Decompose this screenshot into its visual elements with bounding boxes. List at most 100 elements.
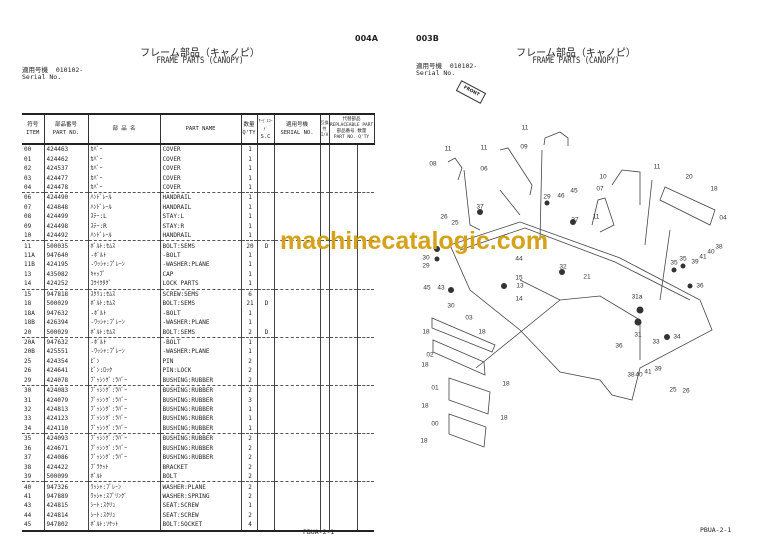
item-cell: 04 [24, 183, 32, 191]
part-name-cell: BOLT:SEMS [159, 240, 241, 251]
sc-cell [256, 260, 274, 270]
part-no-cell: 424478 [43, 182, 88, 193]
callout-label: 36 [696, 282, 704, 290]
cover-00 [448, 413, 487, 448]
repl-part-no-cell [328, 192, 357, 203]
serial-cell [273, 288, 320, 299]
part-no-cell: 424463 [43, 144, 88, 155]
callout-label: 45 [423, 284, 431, 292]
serial-cell [273, 471, 320, 482]
qty-cell: 1 [240, 501, 257, 511]
item-cell: 34 [24, 424, 32, 432]
serial-cell [273, 462, 320, 472]
callout-label: 43 [437, 284, 445, 292]
right-title-en: FRAME PARTS (CANOPY) [532, 56, 620, 66]
compat-cell [319, 288, 329, 299]
repl-qty-cell [356, 202, 375, 213]
repl-part-no-cell [328, 144, 357, 155]
handrail-07 [591, 197, 615, 233]
repl-part-no-cell [328, 240, 357, 251]
repl-part-no-cell [328, 347, 357, 357]
callout-label: 25 [451, 219, 459, 227]
part-name-cell: BOLT:SOCKET [159, 520, 241, 532]
item-cell: 08 [24, 213, 32, 221]
serial-label-jp: 適用号機 [22, 66, 48, 74]
qty-cell: 2 [240, 471, 257, 482]
repl-part-no-cell [328, 375, 357, 386]
callout-label: 34 [673, 333, 681, 341]
compat-cell [319, 453, 329, 463]
part-name-cell: BUSHING:RUBBER [159, 414, 241, 424]
part-name-cell: -BOLT [159, 336, 241, 348]
sc-cell: D [256, 327, 274, 338]
part-name-cell: COVER [159, 173, 241, 183]
compat-cell [319, 366, 329, 376]
item-cell: 41 [24, 492, 32, 500]
item-cell: 10 [24, 232, 32, 240]
part-name-cell: BUSHING:RUBBER [159, 423, 241, 434]
item-cell: 18B [24, 319, 35, 327]
sc-cell [256, 366, 274, 376]
part-no-cell: 424815 [43, 501, 88, 511]
name-jp-cell: ﾋﾟﾝ [87, 356, 160, 367]
repl-qty-cell [356, 163, 375, 174]
repl-part-no-cell [328, 520, 357, 532]
item-cell: 44 [24, 511, 32, 519]
item-cell: 20 [24, 328, 32, 336]
callout-label: 14 [515, 295, 523, 303]
qty-cell: 1 [240, 202, 257, 213]
left-serial-block: 適用号機 010102- Serial No. [22, 67, 83, 81]
callout-label: 30 [447, 302, 455, 310]
compat-cell [319, 375, 329, 386]
part-no-cell: 947326 [43, 481, 88, 492]
repl-qty-cell [356, 299, 375, 309]
compat-cell [319, 163, 329, 174]
repl-part-no-cell [328, 491, 357, 502]
callout-label: 11 [653, 163, 661, 171]
right-serial-block: 適用号機 010102- Serial No. [416, 63, 477, 77]
compat-cell [319, 260, 329, 270]
item-cell: 01 [24, 155, 32, 163]
item-cell: 06 [22, 192, 44, 203]
repl-qty-cell [356, 347, 375, 357]
serial-cell [273, 299, 320, 309]
repl-part-no-cell [328, 336, 357, 348]
compat-cell [319, 433, 329, 444]
repl-part-no-cell [328, 327, 357, 338]
repl-qty-cell [356, 279, 375, 290]
repl-qty-cell [356, 250, 375, 261]
callout-label: 30 [422, 254, 430, 262]
cover-03 [431, 317, 496, 353]
callout-label: 13 [516, 282, 524, 290]
callout-label: 25 [669, 386, 677, 394]
serial-cell [273, 414, 320, 424]
name-jp-cell: ｼｰﾄ:ｽｸﾘｭ [87, 501, 160, 511]
repl-part-no-cell [328, 462, 357, 472]
compat-cell [319, 202, 329, 213]
repl-qty-cell [356, 395, 375, 405]
repl-qty-cell [356, 481, 375, 492]
compat-cell [319, 192, 329, 203]
left-footer: PBUA-2-1 [303, 528, 335, 536]
serial-label-en: Serial No. [22, 73, 62, 81]
repl-part-no-cell [328, 414, 357, 424]
name-jp-cell: ｽﾃｰ:R [87, 221, 160, 231]
name-jp-cell: ﾌﾞｯｼﾝｸﾞ:ﾗﾊﾞｰ [87, 414, 160, 424]
item-cell: 15 [22, 288, 44, 299]
name-jp-cell: -ﾎﾞﾙﾄ [87, 308, 160, 318]
sc-cell [256, 356, 274, 367]
repl-part-no-cell [328, 384, 357, 396]
name-jp-cell: ﾌﾞｯｼﾝｸﾞ:ﾗﾊﾞｰ [87, 404, 160, 415]
repl-qty-cell [356, 462, 375, 472]
name-jp-cell: ﾌﾞｯｼﾝｸﾞ:ﾗﾊﾞｰ [87, 453, 160, 463]
callout-label: 00 [431, 420, 439, 428]
callout-label: 11 [444, 145, 452, 153]
callout-label: 03 [465, 314, 473, 322]
serial-cell [273, 384, 320, 396]
repl-qty-cell [356, 510, 375, 521]
repl-qty-cell [356, 173, 375, 183]
